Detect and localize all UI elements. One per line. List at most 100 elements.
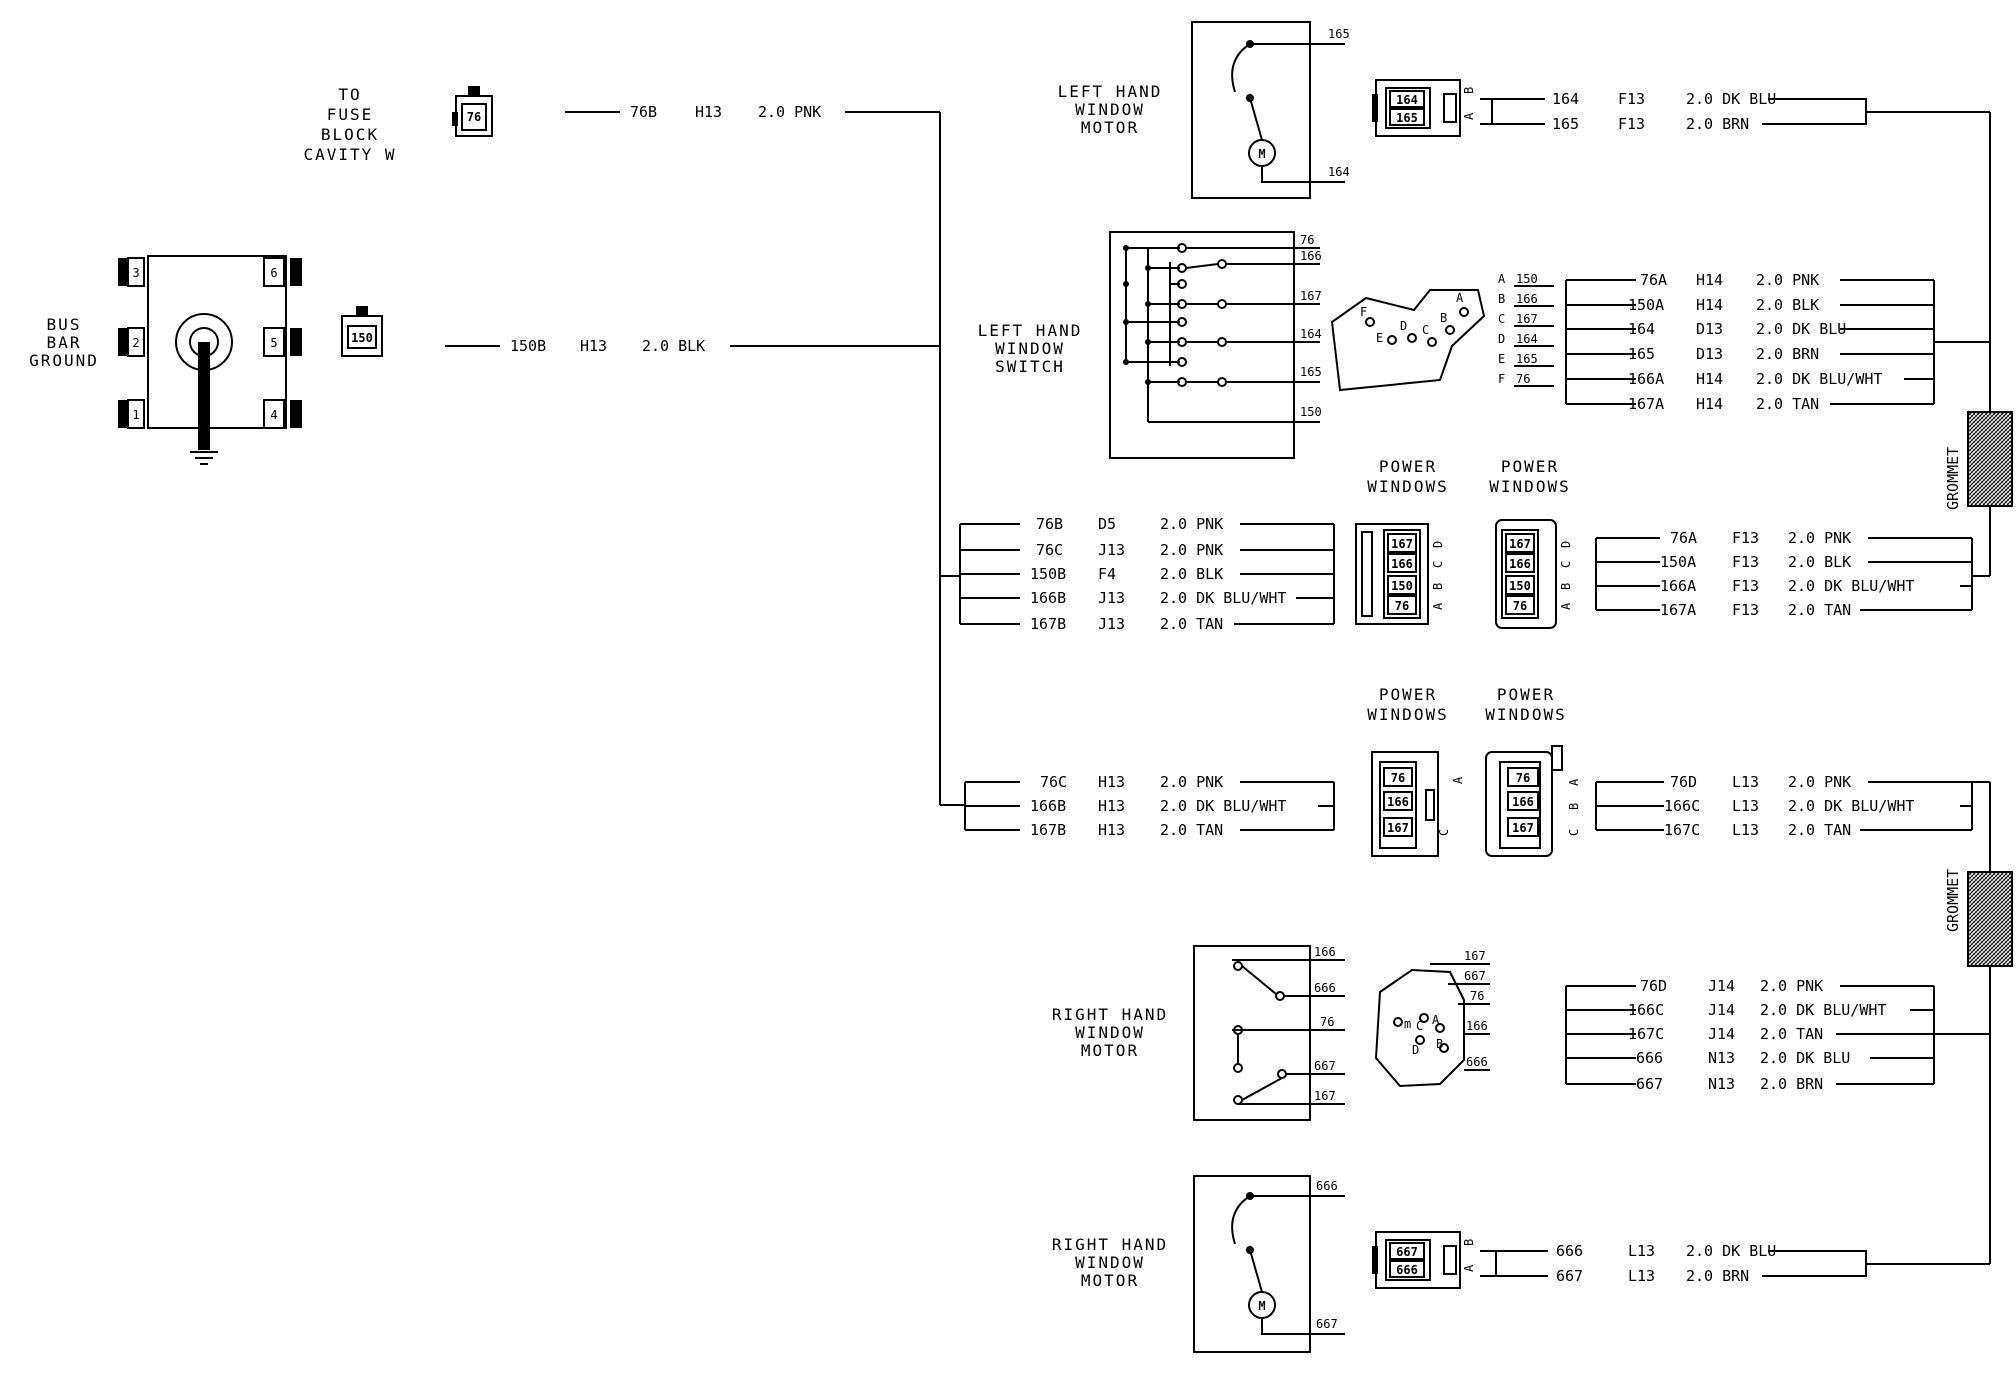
rh-label-line: RIGHT HAND [1052,1005,1168,1024]
pw1-labels: POWER WINDOWS POWER WINDOWS [1367,457,1570,496]
wire-spec: 2.0 PNK [1160,515,1223,533]
plug-letter: D [1400,319,1407,333]
wire-location: J13 [1098,615,1125,633]
wire-circuit: 150A [1660,553,1696,571]
wire-circuit: 167C [1664,821,1700,839]
rh-switch-wires: 76D J14 2.0 PNK 166C J14 2.0 DK BLU/WHT … [1628,977,1886,1093]
connector-letter: B [1431,583,1445,590]
wire-location: F4 [1098,565,1116,583]
wire-location: H13 [1098,821,1125,839]
wire-location: J13 [1098,541,1125,559]
bus-wire-label: 150B H13 2.0 BLK [510,337,705,355]
connector-pin: 76 [1391,771,1405,785]
connector-pin: 166 [1387,795,1409,809]
wire-circuit: 166A [1628,370,1664,388]
wire-location: F13 [1618,90,1645,108]
plug-terminal: 666 [1466,1055,1488,1069]
plug-letter: D [1412,1043,1419,1057]
wire-spec: 2.0 TAN [1160,615,1223,633]
wire-spec: 2.0 PNK [758,103,821,121]
wire-circuit: 167C [1628,1025,1664,1043]
lh-switch-wires: 76A H14 2.0 PNK 150A H14 2.0 BLK 164 D13… [1628,271,1882,413]
pw2-connector-right: 76 166 167 C B A [1485,745,1581,857]
motor-terminal: 666 [1316,1179,1338,1193]
wire-spec: 2.0 DK BLU/WHT [1756,370,1882,388]
plug-letter: A [1432,1013,1440,1027]
wire-location: F13 [1732,577,1759,595]
pw-label: WINDOWS [1367,705,1448,724]
connector-pin: 167 [1509,537,1531,551]
rh-switch-plug: m C D A B 167 667 76 166 666 [1374,949,1490,1088]
wire-location: J14 [1708,1025,1735,1043]
connector-pin: 167 [1512,821,1534,835]
wire-spec: 2.0 DK BLU/WHT [1788,797,1914,815]
wire-spec: 2.0 BRN [1686,1267,1749,1285]
lh-motor-wires: 164 F13 2.0 DK BLU 165 F13 2.0 BRN [1552,90,1776,133]
wire-circuit: 76D [1640,977,1667,995]
connector-pin: 167 [1391,537,1413,551]
bus-bar-label: BUS BAR GROUND [29,315,97,370]
connector-letter: C [1437,829,1451,836]
bus-connector: 150 [341,306,383,357]
cavity-letter: A [1498,272,1506,286]
switch-terminal: 166 [1314,945,1336,959]
wire-spec: 2.0 BLK [1756,296,1819,314]
lh-switch-label-line: LEFT HAND [978,321,1083,340]
connector-letter: A [1462,1264,1476,1272]
wire-location: J13 [1098,589,1125,607]
wire-circuit: 76A [1640,271,1667,289]
pw-label: WINDOWS [1489,477,1570,496]
wire-spec: 2.0 DK BLU [1686,1242,1776,1260]
plug-letter: A [1456,291,1464,305]
switch-terminal: 667 [1314,1059,1336,1073]
wire-location: H14 [1696,370,1723,388]
wire-location: H14 [1696,296,1723,314]
ground-cable [198,342,210,450]
lh-motor-connector: 164 165 B A [1372,79,1476,137]
wire-location: N13 [1708,1075,1735,1093]
rh-motor-connector: 667 666 B A [1372,1231,1476,1289]
wire-circuit: 76C [1036,541,1063,559]
pw-label: POWER [1497,685,1555,704]
cavity-letter: F [1498,372,1505,386]
lh-window-switch: 76 166 167 164 165 150 [1109,231,1322,459]
pw-label: POWER [1501,457,1559,476]
wire-spec: 2.0 PNK [1788,773,1851,791]
wire-circuit: 167B [1030,615,1066,633]
connector-letter: A [1462,112,1476,120]
switch-terminal: 167 [1300,289,1322,303]
connector-letter: C [1559,561,1573,568]
wire-location: L13 [1732,797,1759,815]
motor-terminal: 667 [1316,1317,1338,1331]
switch-terminal: 666 [1314,981,1336,995]
wire-spec: 2.0 BRN [1756,345,1819,363]
wire-spec: 2.0 DK BLU/WHT [1760,1001,1886,1019]
connector-letter: D [1559,541,1573,548]
grommet-icon [1967,871,2013,967]
wire-circuit: 166B [1030,589,1066,607]
wire-location: D13 [1696,320,1723,338]
bus-label-line: BAR [47,333,82,352]
bus-label-line: BUS [47,315,82,334]
wire-circuit: 164 [1552,90,1579,108]
pw2-connector-left: 76 166 167 A C [1371,751,1465,857]
wire-location: H14 [1696,395,1723,413]
motor-symbol: M [1258,147,1265,161]
connector-pin: 166 [1512,795,1534,809]
wire-circuit: 667 [1636,1075,1663,1093]
wire-spec: 2.0 TAN [1756,395,1819,413]
bus-terminal: 5 [270,336,277,350]
lh-switch-cavity-table: A 150 B 166 C 167 D 164 E 165 F 76 [1498,272,1554,387]
wire-spec: 2.0 BLK [1788,553,1851,571]
wire-circuit: 150A [1628,296,1664,314]
switch-terminal: 167 [1314,1089,1336,1103]
wire-spec: 2.0 BLK [642,337,705,355]
connector-letter: B [1462,87,1476,94]
connector-pin: 150 [1391,579,1413,593]
bus-terminal: 6 [270,266,277,280]
connector-pin: 76 [1516,771,1530,785]
wire-circuit: 167A [1628,395,1664,413]
lh-switch-label-line: SWITCH [995,357,1065,376]
lh-switch-plug: F E D C B A [1330,289,1486,392]
cavity-letter: E [1498,352,1505,366]
